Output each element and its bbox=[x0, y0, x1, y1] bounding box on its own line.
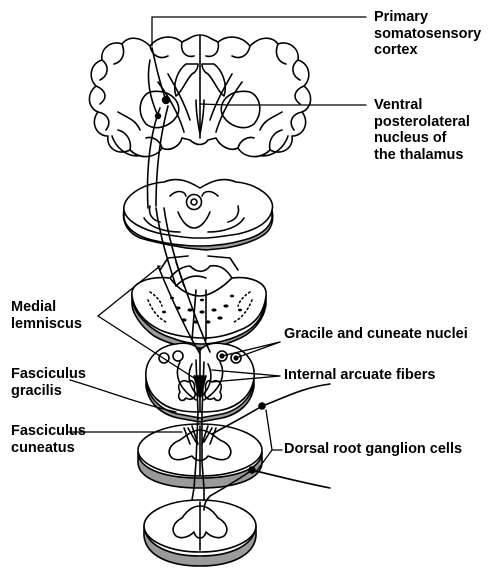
leader-gracile-2 bbox=[221, 341, 281, 357]
dorsal-root-ganglion-lower bbox=[203, 466, 331, 511]
leader-fasc-gracilis bbox=[69, 379, 177, 413]
spinal-cord-lower-section bbox=[143, 499, 257, 567]
lower-cord-shading bbox=[143, 525, 257, 567]
left-cuneate-nucleus bbox=[172, 350, 184, 362]
leader-gracile-1 bbox=[235, 341, 281, 359]
ventricles bbox=[173, 63, 227, 97]
label-medial-lemniscus: Medial lemniscus bbox=[11, 299, 82, 332]
label-fasciculus-gracilis: Fasciculus gracilis bbox=[11, 366, 86, 399]
spinal-cord-upper-section bbox=[137, 423, 263, 489]
label-dorsal-root-ganglion-cells: Dorsal root ganglion cells bbox=[284, 441, 463, 457]
leader-drg-2 bbox=[255, 449, 273, 473]
right-thalamus-outline bbox=[220, 90, 261, 129]
leader-medial-lemniscus-1 bbox=[97, 265, 161, 317]
label-gracile-and-cuneate-nuclei: Gracile and cuneate nuclei bbox=[284, 326, 468, 342]
leader-medial-lemniscus-2 bbox=[97, 315, 195, 379]
leader-lines bbox=[67, 16, 367, 473]
leader-cortex bbox=[151, 16, 367, 47]
medulla-caudal-section bbox=[145, 342, 255, 423]
leader-internal-arcuate-2 bbox=[211, 375, 281, 383]
pathway-fibers bbox=[146, 47, 211, 501]
left-gracile-nucleus bbox=[158, 352, 170, 364]
temporal-lobes bbox=[111, 111, 289, 157]
label-ventral-posterolateral-nucleus: Ventral posterolateral nucleus of the th… bbox=[374, 97, 470, 163]
midbrain-section bbox=[122, 178, 274, 251]
label-primary-somatosensory-cortex: Primary somatosensory cortex bbox=[374, 9, 482, 58]
upper-cord-shading bbox=[137, 451, 263, 489]
leader-drg-1 bbox=[265, 409, 283, 451]
label-internal-arcuate-fibers: Internal arcuate fibers bbox=[284, 367, 436, 383]
right-gracile-nucleus bbox=[216, 350, 228, 362]
medulla-rostral-section bbox=[131, 255, 267, 349]
leader-thalamus bbox=[199, 103, 367, 106]
dorsal-root-ganglion-upper bbox=[211, 383, 331, 435]
cerebrum-section bbox=[88, 34, 312, 158]
leader-internal-arcuate-1 bbox=[211, 369, 281, 377]
dorsal-column-fibers bbox=[183, 425, 217, 445]
cortex-folds bbox=[95, 35, 305, 151]
cerebral-aqueduct bbox=[185, 193, 203, 211]
label-fasciculus-cuneatus: Fasciculus cuneatus bbox=[11, 423, 86, 456]
fourth-ventricle-floor bbox=[169, 275, 233, 297]
olive-stipple bbox=[147, 291, 253, 323]
